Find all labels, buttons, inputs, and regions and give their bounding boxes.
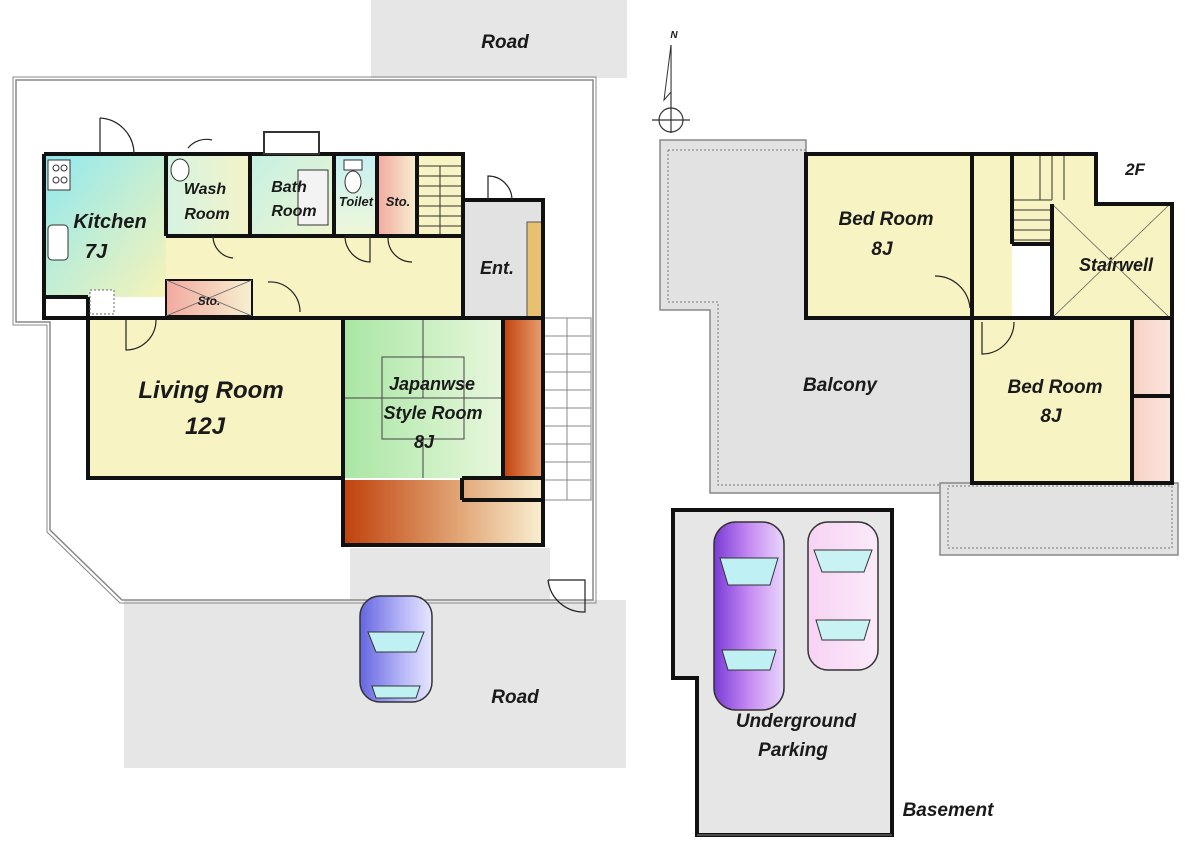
entrance-area: [463, 200, 544, 319]
basement-label: Basement: [903, 800, 994, 821]
walls-1f: [42, 152, 545, 547]
bedroom1-size-label: 8J: [871, 239, 893, 260]
stairwell-2f: [1051, 203, 1171, 319]
storage-lower: [165, 279, 253, 317]
bedroom2-label: Bed Room: [1008, 377, 1103, 398]
bedroom2-size-label: 8J: [1040, 406, 1062, 427]
parking-label-1: Underground: [736, 711, 857, 732]
bath-fixture: [263, 131, 329, 226]
north-arrow: [652, 44, 690, 133]
doors-1f: [99, 117, 586, 613]
japanese-room-label-1: Japanwse: [389, 374, 475, 394]
second-floor-label: 2F: [1124, 160, 1145, 179]
road-top-area: [371, 0, 627, 78]
car-blue: [359, 595, 433, 703]
kitchen-fixtures: [47, 159, 115, 315]
bedroom2-2f: [972, 318, 1172, 483]
living-room-size-label: 12J: [185, 413, 226, 440]
bath-room-label-1: Bath: [271, 179, 307, 196]
stairs-1f: [417, 154, 463, 236]
closet-japanese: [503, 318, 543, 478]
japanese-room-label-2: Style Room: [383, 403, 482, 423]
road-bottom-label: Road: [491, 687, 539, 708]
entrance-label: Ent.: [480, 258, 514, 278]
stairwell-label: Stairwell: [1079, 255, 1154, 275]
kitchen-label: Kitchen: [73, 211, 146, 233]
japanese-room-size-label: 8J: [414, 432, 435, 452]
doors-2f: [934, 275, 1015, 355]
wash-fixture: [170, 158, 190, 182]
storage-upper: [377, 154, 417, 236]
lot-boundary: [12, 76, 597, 604]
car-pink: [807, 521, 879, 671]
outside-stairs: [542, 317, 592, 501]
veranda: [343, 480, 543, 545]
bath-room-label-2: Room: [271, 203, 316, 220]
living-room-label: Living Room: [138, 377, 283, 404]
toilet-fixture: [343, 159, 363, 194]
north-label: N: [670, 30, 678, 41]
bedroom1-2f: [806, 154, 972, 318]
balcony-label: Balcony: [803, 375, 878, 396]
hall-2f: [972, 154, 1012, 318]
living-room: [88, 318, 343, 478]
road-top-label: Road: [481, 32, 529, 53]
wash-room-label-1: Wash: [184, 181, 227, 198]
storage-upper-label: Sto.: [386, 194, 411, 209]
walls-2f: [804, 152, 1174, 485]
parking-label-2: Parking: [758, 740, 828, 761]
storage-lower-label: Sto.: [198, 294, 221, 308]
toilet-label: Toilet: [339, 194, 374, 209]
bedroom1-label: Bed Room: [839, 209, 934, 230]
kitchen-size-label: 7J: [85, 241, 108, 263]
car-purple: [713, 521, 785, 711]
japanese-room: [343, 318, 503, 478]
wash-room-label-2: Room: [184, 206, 229, 223]
